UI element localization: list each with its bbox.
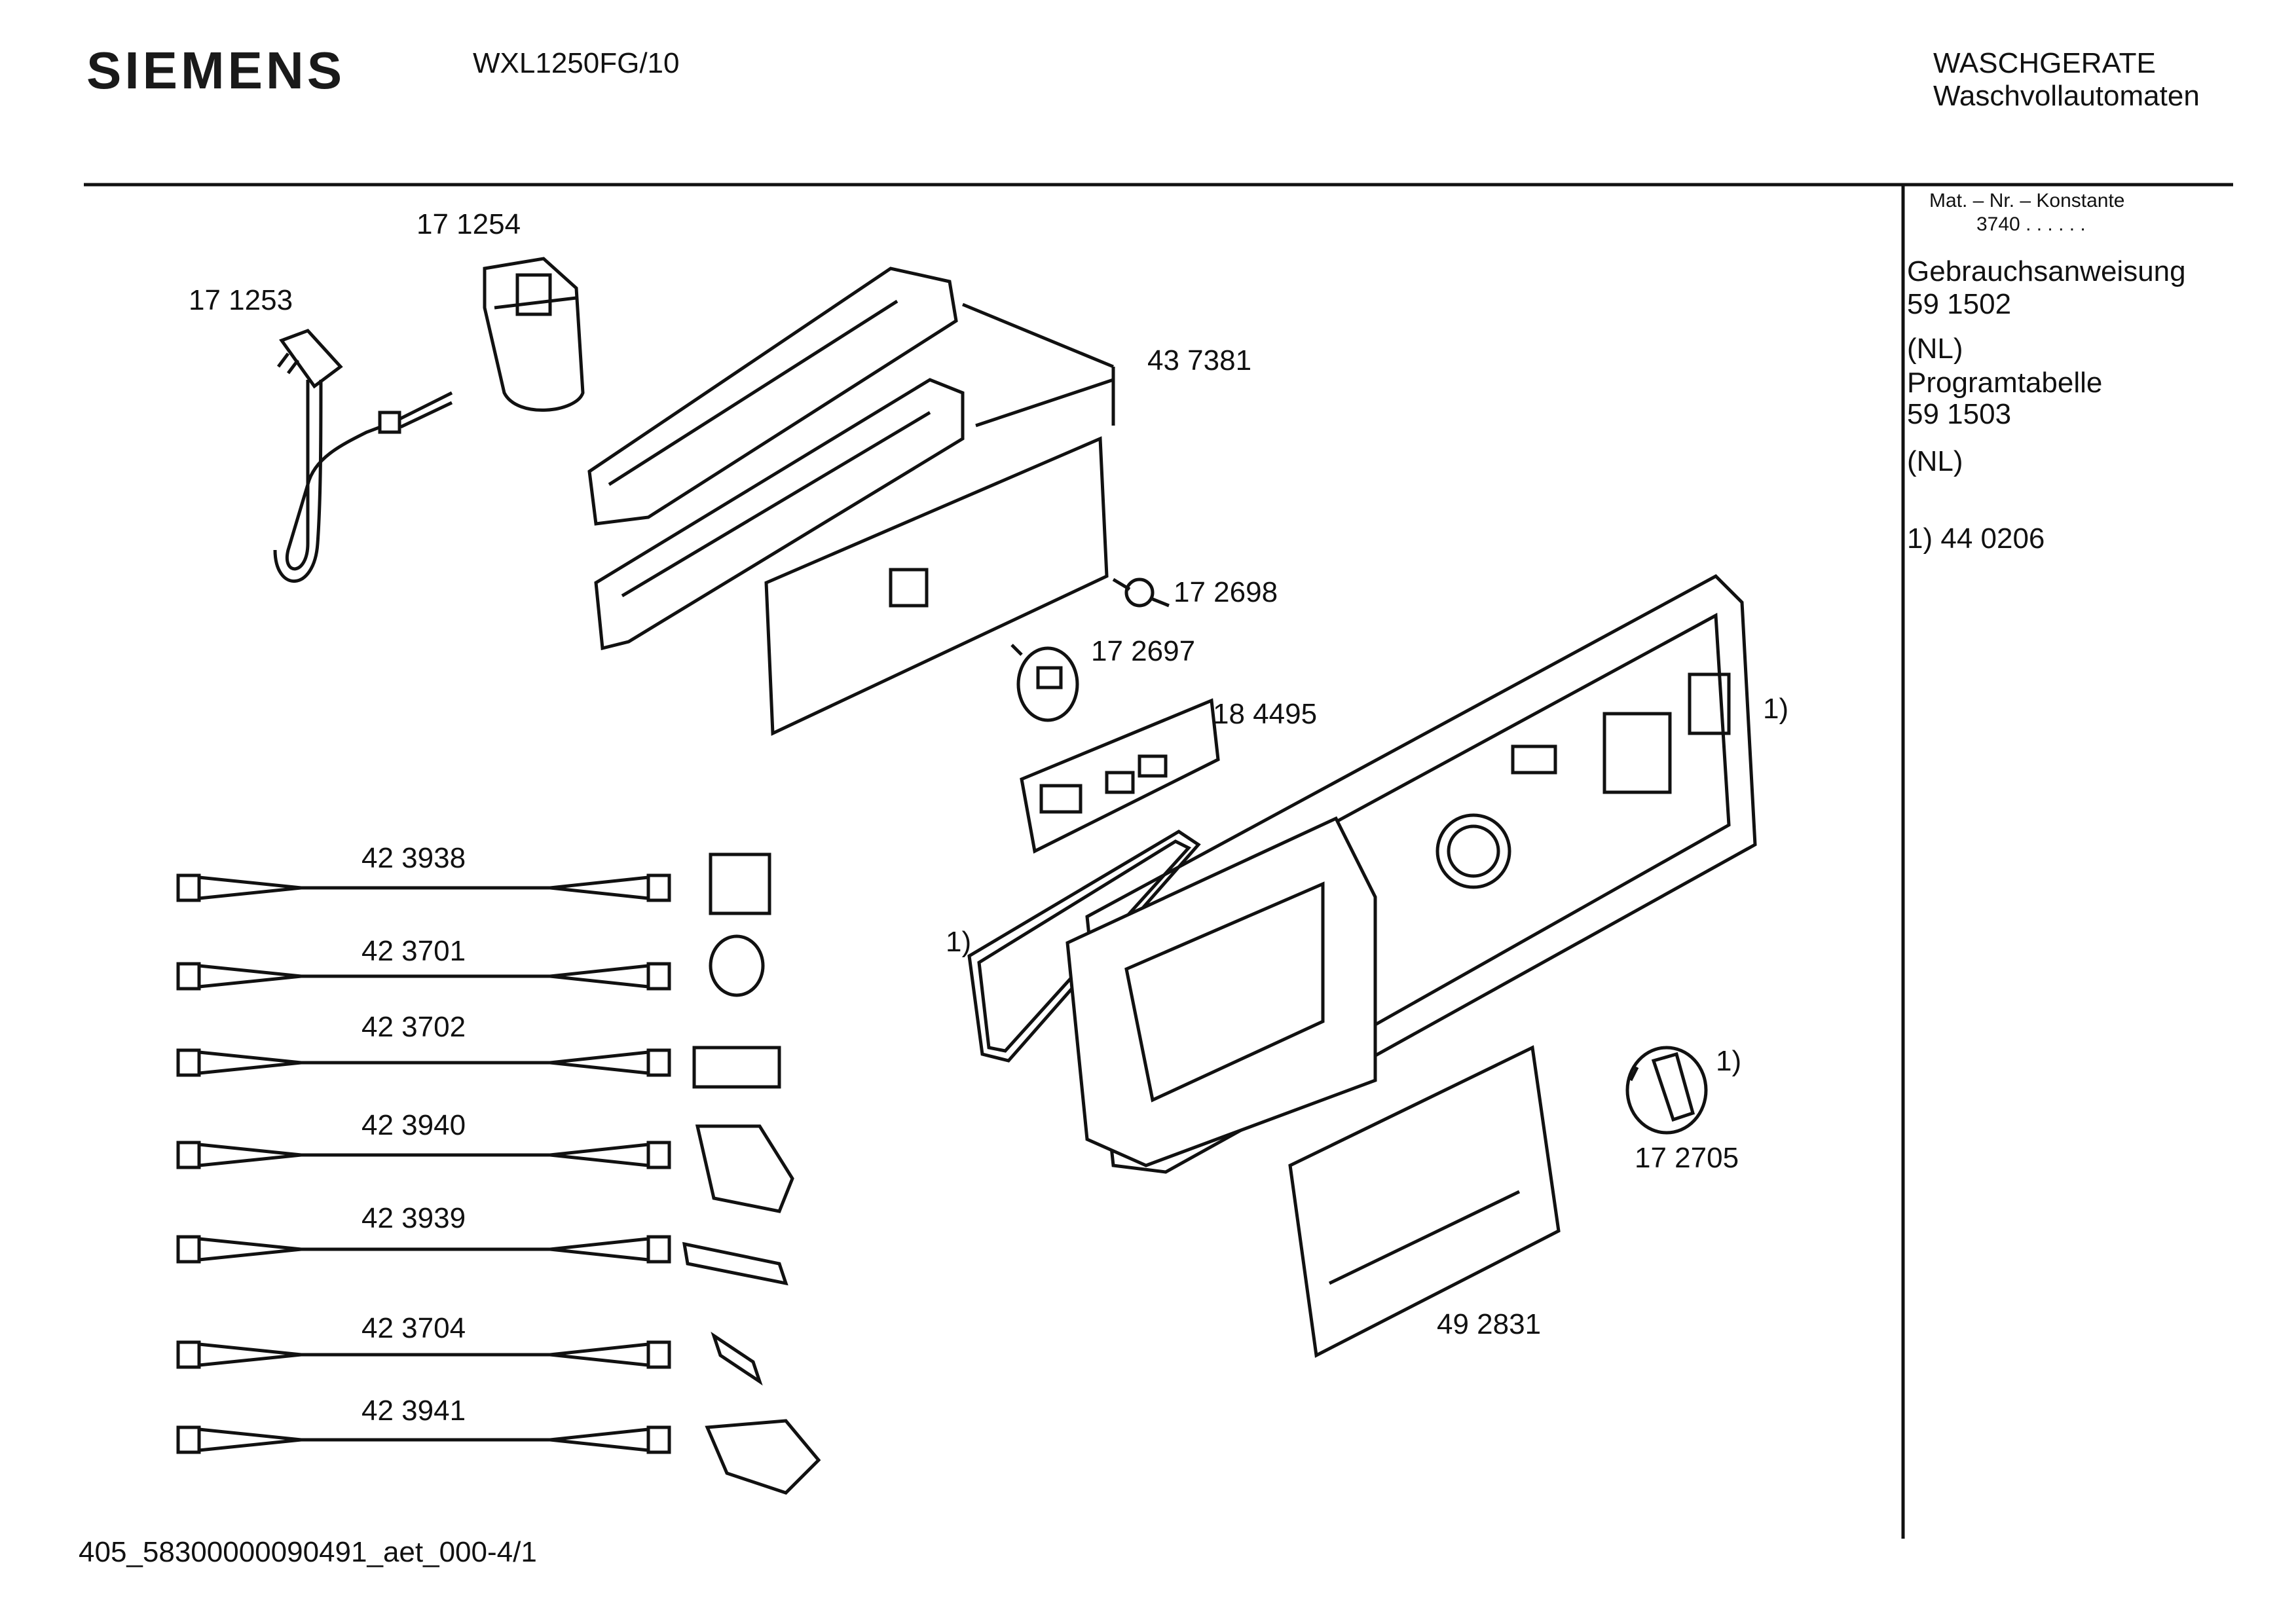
- footnote-gasket: 1): [946, 926, 972, 958]
- part-label-437381: 43 7381: [1147, 344, 1252, 376]
- harness-2: [176, 934, 765, 997]
- footnote-definition: 1) 44 0206: [1907, 522, 2045, 555]
- cable-label-1: 42 3938: [361, 842, 466, 874]
- part-label-492831: 49 2831: [1437, 1308, 1542, 1340]
- cable-label-7: 42 3941: [361, 1395, 466, 1427]
- suppressor-box: [483, 257, 585, 412]
- harness-3: [176, 1046, 781, 1089]
- manual-language: (NL): [1907, 333, 1963, 365]
- control-module-housing: [587, 266, 1115, 736]
- drawer-handle: [1288, 1045, 1561, 1358]
- harness-1: [176, 852, 771, 915]
- harness-6: [176, 1331, 763, 1386]
- part-label-172698: 17 2698: [1174, 576, 1278, 608]
- screw-part: [1112, 577, 1170, 608]
- cable-label-5: 42 3939: [361, 1202, 466, 1234]
- manual-label: Gebrauchsanweisung: [1907, 255, 2186, 287]
- cable-label-6: 42 3704: [361, 1312, 466, 1344]
- constant-value: 3740 . . . . . .: [1976, 213, 2086, 235]
- cable-label-3: 42 3702: [361, 1011, 466, 1043]
- drawer-frame: [1065, 816, 1377, 1167]
- part-label-171254: 17 1254: [417, 208, 521, 240]
- program-table-language: (NL): [1907, 445, 1963, 477]
- part-label-171253: 17 1253: [189, 284, 293, 316]
- category-title: WASCHGERATE: [1933, 47, 2156, 79]
- footnote-knob: 1): [1716, 1045, 1742, 1077]
- program-table-number: 59 1503: [1907, 398, 2012, 430]
- harness-4: [176, 1124, 794, 1213]
- power-cord: [273, 329, 453, 583]
- subcategory-title: Waschvollautomaten: [1933, 80, 2200, 112]
- part-label-172705: 17 2705: [1635, 1142, 1739, 1174]
- harness-5: [176, 1235, 788, 1286]
- constant-label: Mat. – Nr. – Konstante: [1929, 190, 2125, 211]
- footnote-panel: 1): [1763, 693, 1789, 725]
- manual-number: 59 1502: [1907, 288, 2012, 320]
- knob-adapter: [1010, 644, 1079, 722]
- part-label-172697: 17 2697: [1091, 635, 1196, 667]
- cable-label-2: 42 3701: [361, 935, 466, 967]
- model-number: WXL1250FG/10: [473, 47, 680, 79]
- cable-label-4: 42 3940: [361, 1109, 466, 1141]
- brand-logo: SIEMENS: [86, 41, 346, 100]
- program-table-label: Programtabelle: [1907, 367, 2103, 399]
- harness-7: [176, 1419, 821, 1495]
- drawing-code: 405_58300000090491_aet_000-4/1: [79, 1536, 537, 1568]
- program-knob: [1625, 1046, 1708, 1135]
- part-label-184495: 18 4495: [1213, 698, 1318, 730]
- display-board: [1020, 698, 1220, 854]
